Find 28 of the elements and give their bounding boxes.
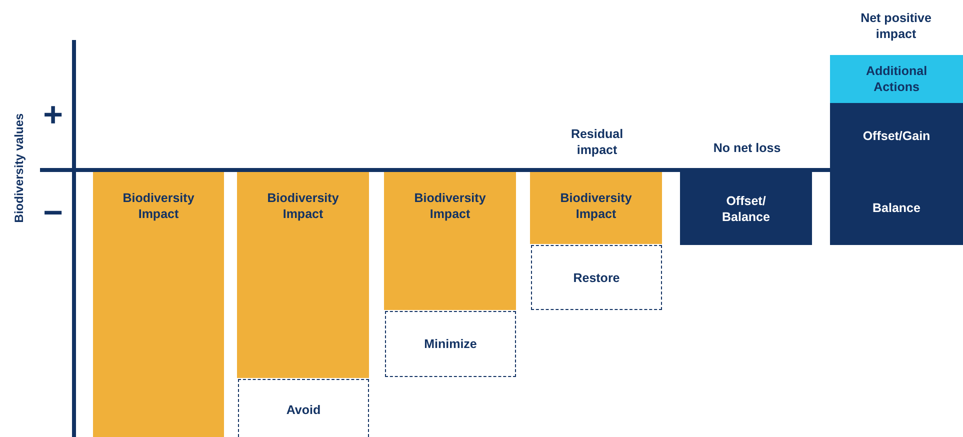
offset-box xyxy=(680,172,812,245)
box-label: Biodiversity Impact xyxy=(559,190,633,222)
impact-bar xyxy=(237,172,369,378)
plus-sign: + xyxy=(42,98,64,132)
impact-bar xyxy=(384,172,516,310)
offset-box xyxy=(830,171,963,245)
box-label: Avoid xyxy=(286,402,321,418)
box-label: Offset/Gain xyxy=(862,128,930,144)
box-label: Biodiversity Impact xyxy=(413,190,487,222)
box-label: Minimize xyxy=(424,336,477,352)
box-label: Restore xyxy=(573,270,620,286)
column-heading: Residual impact xyxy=(570,126,624,158)
column-heading: Net positive impact xyxy=(860,10,932,42)
dashed-box xyxy=(385,311,516,377)
box-label: Offset/ Balance xyxy=(721,192,771,224)
action-box xyxy=(830,55,963,103)
impact-bar xyxy=(93,172,224,437)
dashed-box xyxy=(531,245,662,310)
offset-box xyxy=(830,103,963,169)
axis-title: Biodiversity values xyxy=(11,112,27,225)
box-label: Biodiversity Impact xyxy=(122,190,196,222)
column-heading: No net loss xyxy=(712,140,782,156)
minus-sign: − xyxy=(42,196,64,230)
box-label: Biodiversity Impact xyxy=(266,190,340,222)
box-label: Balance xyxy=(872,200,920,216)
dashed-box xyxy=(238,379,369,437)
box-label: Additional Actions xyxy=(864,63,928,95)
impact-bar xyxy=(530,172,662,244)
